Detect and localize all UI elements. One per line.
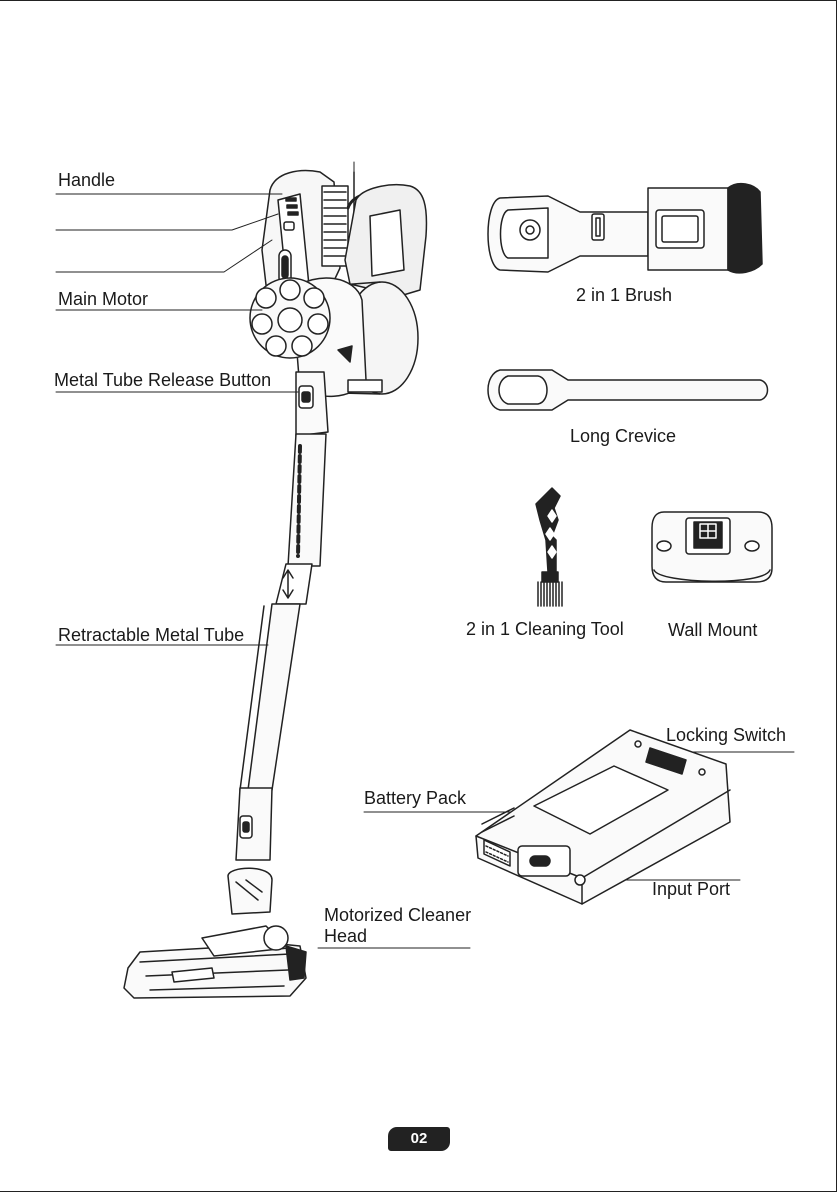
- label-retractable-metal-tube: Retractable Metal Tube: [58, 625, 244, 646]
- label-wall-mount: Wall Mount: [668, 620, 757, 641]
- cleaning-tool-illustration: [536, 488, 562, 606]
- brush-2in1-illustration: [488, 184, 762, 273]
- long-crevice-illustration: [488, 370, 768, 410]
- label-long-crevice: Long Crevice: [570, 426, 676, 447]
- label-battery-pack: Battery Pack: [364, 788, 466, 809]
- label-main-motor: Main Motor: [58, 289, 148, 310]
- page-number-badge: 02: [388, 1127, 450, 1151]
- label-handle: Handle: [58, 170, 115, 191]
- label-input-port: Input Port: [652, 879, 730, 900]
- wall-mount-illustration: [652, 512, 772, 582]
- label-metal-tube-release-button: Metal Tube Release Button: [54, 370, 271, 391]
- label-locking-switch: Locking Switch: [666, 725, 786, 746]
- vacuum-cleaner-illustration: [124, 171, 426, 998]
- battery-pack-illustration: [476, 730, 730, 904]
- label-2in1-cleaning-tool: 2 in 1 Cleaning Tool: [466, 619, 624, 640]
- label-motorized-cleaner-head: Motorized Cleaner Head: [324, 905, 494, 947]
- label-2in1-brush: 2 in 1 Brush: [576, 285, 672, 306]
